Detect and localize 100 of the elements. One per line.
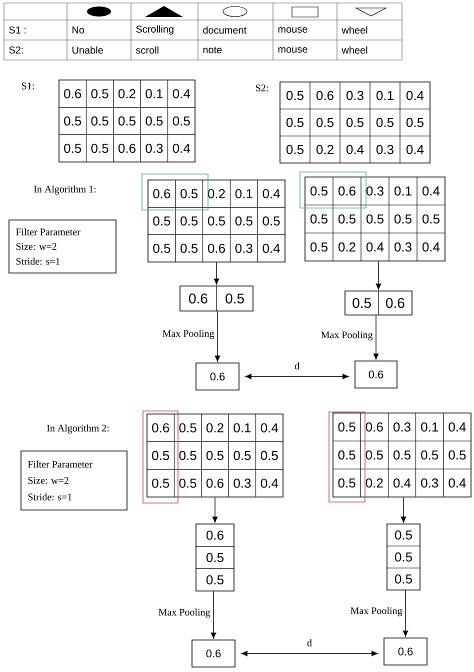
arrow (241, 650, 378, 656)
number-text: 0.2 (338, 242, 356, 252)
number-text: 0.3 (394, 242, 412, 252)
number-text: 0.5 (286, 144, 304, 154)
table-text: S2: (9, 46, 23, 54)
number-text: 0.3 (235, 244, 252, 253)
number-text: 0.5 (179, 423, 196, 432)
number-text: 0.5 (376, 118, 394, 128)
number-grid (344, 290, 412, 316)
number-grid (384, 638, 428, 666)
number-text: 0.4 (422, 186, 440, 196)
number-grid (332, 412, 472, 498)
number-text: 0.1 (394, 186, 412, 196)
number-text: 0.6 (189, 294, 208, 304)
edge-label: Max Pooling (349, 606, 404, 618)
number-text: 0.5 (448, 450, 466, 460)
number-text: 0.4 (366, 242, 384, 252)
number-text: 0.5 (206, 552, 224, 562)
number-text: 0.6 (206, 650, 221, 658)
number-text: 0.5 (394, 574, 412, 584)
number-text: 0.6 (398, 648, 413, 656)
arrow (400, 497, 406, 523)
number-text: 0.6 (386, 298, 404, 308)
number-text: 0.5 (206, 450, 224, 460)
number-text: 0.4 (172, 144, 190, 153)
number-text: 0.6 (316, 90, 334, 100)
number-grid (146, 414, 284, 498)
number-text: 0.5 (91, 144, 108, 153)
edge-label: Max Pooling (161, 328, 216, 340)
matrix-label: S2: (256, 84, 268, 92)
number-text: 0.3 (393, 422, 410, 432)
number-text: 0.5 (118, 116, 136, 126)
number-text: 0.3 (421, 478, 438, 488)
number-text: 0.5 (206, 575, 224, 584)
number-text: 0.5 (316, 118, 334, 128)
number-text: 0.5 (286, 118, 304, 128)
number-text: 0.5 (64, 144, 82, 153)
number-text: 0.4 (262, 189, 280, 198)
number-text: 0.6 (206, 530, 224, 540)
number-text: 0.5 (172, 116, 190, 126)
number-text: 0.6 (118, 144, 136, 153)
number-text: 0.5 (226, 294, 244, 304)
number-text: 0.5 (152, 478, 170, 488)
number-text: 0.1 (376, 90, 394, 100)
number-text: 0.5 (234, 450, 251, 460)
number-text: 0.5 (179, 478, 196, 488)
number-text: 0.5 (180, 189, 198, 198)
number-text: 0.5 (179, 450, 196, 460)
number-text: 0.5 (366, 450, 383, 460)
number-text: 0.4 (448, 478, 466, 488)
number-text: 0.6 (153, 189, 170, 198)
number-text: 0.5 (260, 450, 278, 460)
number-text: 0.5 (346, 118, 364, 128)
number-text: 0.5 (310, 242, 328, 252)
number-text: 0.5 (338, 214, 356, 224)
section-label: In Algorithm 2: (46, 424, 109, 434)
arrow (214, 311, 220, 362)
number-text: 0.5 (64, 116, 82, 126)
number-grid (386, 524, 420, 590)
number-text: 0.5 (394, 214, 412, 224)
number-text: 0.5 (91, 89, 108, 98)
section-label: In Algorithm 1: (34, 185, 96, 195)
number-grid (280, 82, 430, 164)
table-text: Unable (72, 46, 103, 54)
number-text: 0.1 (421, 422, 438, 432)
number-text: 0.6 (338, 186, 356, 196)
number-grid (148, 180, 286, 262)
edge-label: Max Pooling (157, 608, 212, 619)
number-grid (180, 286, 254, 312)
edge-label: d (306, 638, 313, 648)
number-text: 0.2 (366, 478, 383, 488)
number-text: 0.2 (316, 144, 334, 154)
parameter-box: Filter Parameter Size: w=2 Stride: s=1 (8, 220, 116, 274)
number-text: 0.6 (368, 370, 384, 378)
number-text: 0.1 (146, 89, 163, 98)
number-text: 0.5 (422, 214, 440, 224)
number-text: 0.2 (118, 89, 136, 98)
number-text: 0.5 (146, 116, 163, 126)
table-text: wheel (342, 46, 368, 54)
arrow (210, 591, 216, 639)
number-text: 0.5 (91, 116, 108, 126)
number-text: 0.4 (346, 144, 364, 154)
number-text: 0.2 (206, 423, 224, 432)
arrow (376, 261, 382, 290)
number-text: 0.5 (394, 530, 412, 540)
number-text: 0.1 (235, 189, 252, 198)
number-text: 0.5 (208, 216, 225, 226)
number-text: 0.2 (208, 189, 225, 198)
number-text: 0.5 (180, 244, 198, 253)
number-text: 0.4 (262, 244, 280, 253)
number-text: 0.6 (210, 372, 225, 380)
arrow (245, 374, 349, 380)
number-text: 0.4 (260, 423, 278, 432)
table-text: note (203, 46, 222, 54)
arrow (214, 262, 220, 285)
table-text: document (203, 26, 247, 34)
arrow (373, 315, 379, 360)
number-text: 0.6 (152, 423, 170, 432)
number-text: 0.4 (260, 478, 278, 488)
table-text: mouse (278, 47, 308, 53)
